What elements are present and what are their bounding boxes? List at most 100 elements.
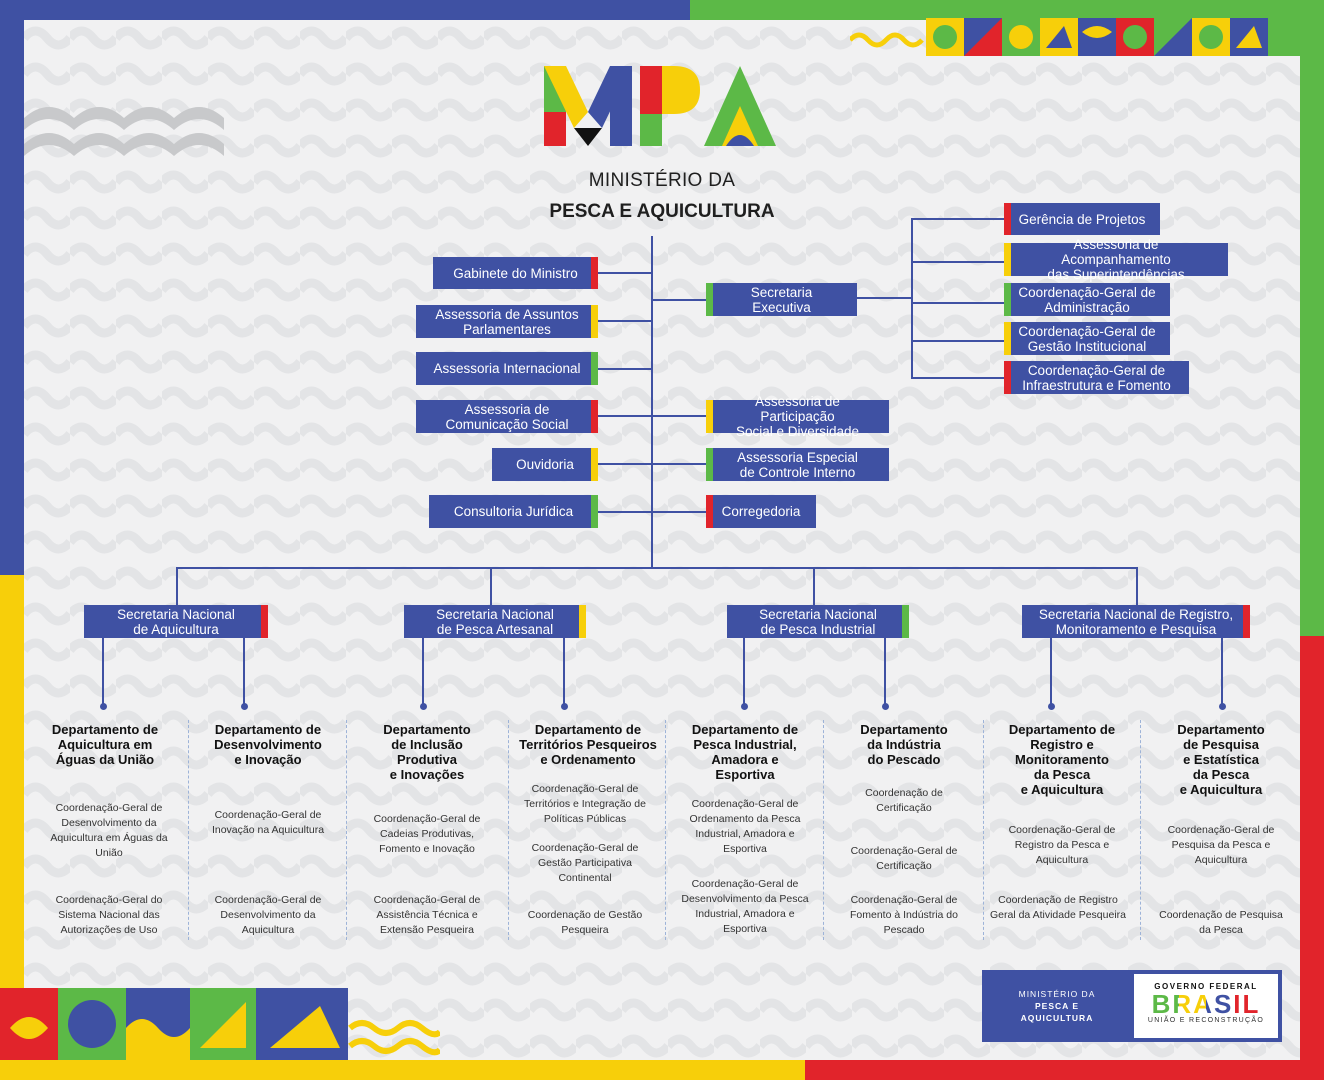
branch-gabinete <box>598 272 652 274</box>
column-separator <box>1140 720 1141 940</box>
coordination-item: Coordenação-Geral de Inovação na Aquicul… <box>211 809 325 836</box>
frame-left-blue <box>0 0 24 575</box>
coordination-item: Coordenação-Geral de Fomento à Indústria… <box>850 894 958 936</box>
ministry-signature-line2: PESCA E <box>1034 1001 1079 1011</box>
secretaria-aquicultura: Secretaria Nacional de Aquicultura <box>84 605 268 638</box>
unit-label: Assessoria Especial de Controle Interno <box>737 449 858 480</box>
dept-dot-5 <box>740 703 748 710</box>
coordination-item: Coordenação de Gestão Pesqueira <box>527 909 643 936</box>
color-tab <box>706 448 713 481</box>
branch-secretaria-executiva <box>652 299 707 301</box>
unit-label: Secretaria Executiva <box>750 284 813 315</box>
color-tab <box>1004 322 1011 355</box>
color-tab <box>1004 361 1011 394</box>
color-tab <box>1004 243 1011 276</box>
unit-label: Coordenação-Geral de Infraestrutura e Fo… <box>1022 362 1171 393</box>
unit-label: Assessoria de Acompanhamento das Superin… <box>1047 237 1185 282</box>
exec-branch-5 <box>911 377 1005 379</box>
unit-participacao-social: Assessoria de Participação Social e Dive… <box>706 394 889 439</box>
dept-drop-6 <box>884 638 886 706</box>
unit-comunicacao-social: Assessoria de Comunicação Social <box>416 400 598 433</box>
wave-pattern <box>24 20 1300 1060</box>
column-separator <box>508 720 509 940</box>
unit-label: Gerência de Projetos <box>1018 211 1146 227</box>
branch-corregedoria <box>652 511 707 513</box>
governo-federal-logo: GOVERNO FEDERAL BRASIL UNIÃO E RECONSTRU… <box>1134 974 1278 1038</box>
color-tab <box>591 352 598 385</box>
coordination-item: Coordenação-Geral de Pesquisa da Pesca e… <box>1167 824 1275 866</box>
exec-acompanhamento-superintendencias: Assessoria de Acompanhamento das Superin… <box>1004 237 1228 282</box>
ministry-title-line1: MINISTÉRIO DA <box>588 170 736 191</box>
decorative-tiles-top <box>850 18 1305 56</box>
exec-gestao-institucional: Coordenação-Geral de Gestão Instituciona… <box>1004 322 1170 355</box>
secretaria-pesca-industrial: Secretaria Nacional de Pesca Industrial <box>727 605 909 638</box>
exec-infraestrutura-fomento: Coordenação-Geral de Infraestrutura e Fo… <box>1004 361 1189 394</box>
dept-dot-1 <box>99 703 107 710</box>
drop-sec2 <box>490 567 492 606</box>
brasil-wordmark-text: BRASIL <box>1151 989 1261 1019</box>
color-tab <box>902 605 909 638</box>
ministry-signature: MINISTÉRIO DA PESCA E AQUICULTURA <box>982 970 1132 1042</box>
slogan: UNIÃO E RECONSTRUÇÃO <box>1147 1017 1265 1024</box>
footer-logo-block: MINISTÉRIO DA PESCA E AQUICULTURA GOVERN… <box>982 970 1282 1042</box>
coordination-item: Coordenação-Geral de Cadeias Produtivas,… <box>373 813 481 855</box>
branch-controle <box>652 463 707 465</box>
color-tab <box>706 495 713 528</box>
trunk-line <box>651 236 653 568</box>
coordination-item: Coordenação-Geral de Registro da Pesca e… <box>1008 824 1116 866</box>
secretariat-label: Secretaria Nacional de Pesca Industrial <box>759 606 877 637</box>
department-title: Departamento de Inclusão Produtiva e Ino… <box>383 722 471 782</box>
color-tab <box>579 605 586 638</box>
unit-label: Ouvidoria <box>516 457 574 472</box>
department-title: Departamento de Pesca Industrial, Amador… <box>691 722 799 782</box>
coordination-item: Coordenação-Geral de Certificação <box>850 845 958 872</box>
dept-drop-4 <box>563 638 565 706</box>
coordination-item: Coordenação-Geral de Desenvolvimento da … <box>50 802 168 859</box>
unit-secretaria-executiva: Secretaria Executiva <box>706 283 857 316</box>
branch-comunicacao <box>598 415 652 417</box>
secretaria-pesca-artesanal: Secretaria Nacional de Pesca Artesanal <box>404 605 586 638</box>
branch-parlamentares <box>598 320 652 322</box>
unit-corregedoria: Corregedoria <box>706 495 816 528</box>
color-tab <box>706 400 713 433</box>
dept-drop-5 <box>743 638 745 706</box>
unit-controle-interno: Assessoria Especial de Controle Interno <box>706 448 889 481</box>
column-separator <box>665 720 666 940</box>
unit-assuntos-parlamentares: Assessoria de Assuntos Parlamentares <box>416 305 598 338</box>
unit-label: Assessoria Internacional <box>433 361 581 376</box>
department-title: Departamento de Territórios Pesqueiros e… <box>519 722 657 767</box>
coordination-item: Coordenação-Geral de Gestão Participativ… <box>531 842 639 884</box>
unit-label: Coordenação-Geral de Administração <box>1018 284 1156 315</box>
grey-wave-decoration <box>24 107 224 156</box>
brasil-wordmark: BRASIL <box>1134 991 1278 1017</box>
secretariat-label: Secretaria Nacional de Aquicultura <box>117 606 235 637</box>
color-tab <box>1004 283 1011 316</box>
decorative-tiles-bottom <box>0 988 440 1060</box>
dept-drop-1 <box>102 638 104 706</box>
dept-dot-8 <box>1218 703 1226 710</box>
color-tab <box>591 495 598 528</box>
coordination-item: Coordenação-Geral de Desenvolvimento da … <box>681 878 809 935</box>
dept-dot-6 <box>881 703 889 710</box>
branch-ouvidoria <box>598 463 652 465</box>
drop-sec1 <box>176 567 178 606</box>
dept-drop-2 <box>243 638 245 706</box>
secretariat-label: Secretaria Nacional de Registro, Monitor… <box>1038 606 1234 637</box>
frame-top-green <box>690 0 1324 20</box>
dept-drop-7 <box>1050 638 1052 706</box>
unit-assessoria-internacional: Assessoria Internacional <box>416 352 598 385</box>
ministry-signature-line3: AQUICULTURA <box>1020 1013 1094 1023</box>
dept-dot-3 <box>419 703 427 710</box>
frame-top-blue <box>0 0 690 20</box>
exec-gerencia-projetos: Gerência de Projetos <box>1004 203 1160 235</box>
dept-drop-8 <box>1221 638 1223 706</box>
coordination-item: Coordenação de Pesquisa da Pesca <box>1159 909 1283 936</box>
dept-dot-4 <box>560 703 568 710</box>
exec-branch-4 <box>911 340 1005 342</box>
department-title: Departamento de Aquicultura em Águas da … <box>51 722 159 767</box>
department-title: Departamento de Pesquisa e Estatística d… <box>1177 722 1265 797</box>
ministry-title-line2: PESCA E AQUICULTURA <box>549 201 775 222</box>
dept-dot-2 <box>240 703 248 710</box>
unit-label: Corregedoria <box>721 504 801 519</box>
unit-label: Assessoria de Participação Social e Dive… <box>735 394 860 439</box>
